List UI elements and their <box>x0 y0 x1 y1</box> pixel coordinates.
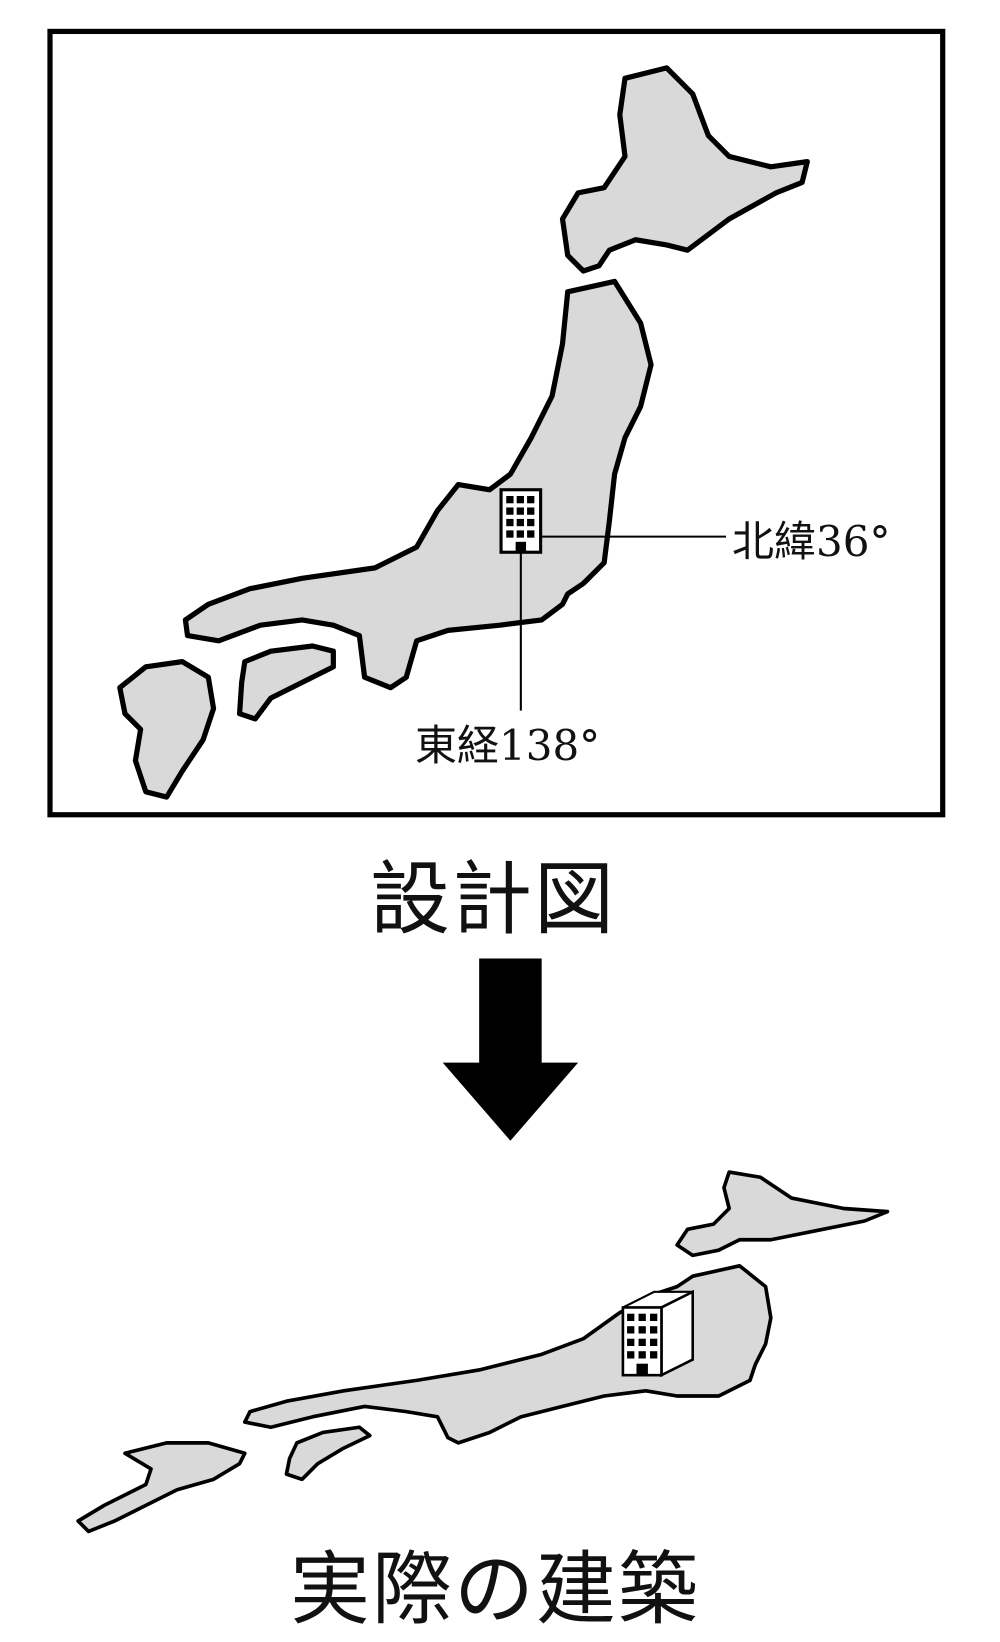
kyushu-bottom <box>76 1441 247 1534</box>
longitude-label: 東経138° <box>415 721 601 770</box>
down-arrow <box>442 958 579 1141</box>
honshu-top <box>182 278 654 691</box>
actual-caption: 実際の建築 <box>290 1543 700 1636</box>
shikoku-top <box>236 643 336 722</box>
shikoku-bottom <box>284 1425 372 1482</box>
building-3d-icon <box>621 1289 695 1378</box>
building-icon <box>499 488 543 554</box>
design-map-japan <box>117 65 810 800</box>
latitude-label: 北緯36° <box>732 517 891 566</box>
hokkaido-top <box>559 65 810 274</box>
design-caption: 設計図 <box>370 853 616 946</box>
hokkaido-bottom <box>675 1170 890 1258</box>
actual-map-japan <box>76 1170 890 1534</box>
kyushu-top <box>117 659 217 800</box>
